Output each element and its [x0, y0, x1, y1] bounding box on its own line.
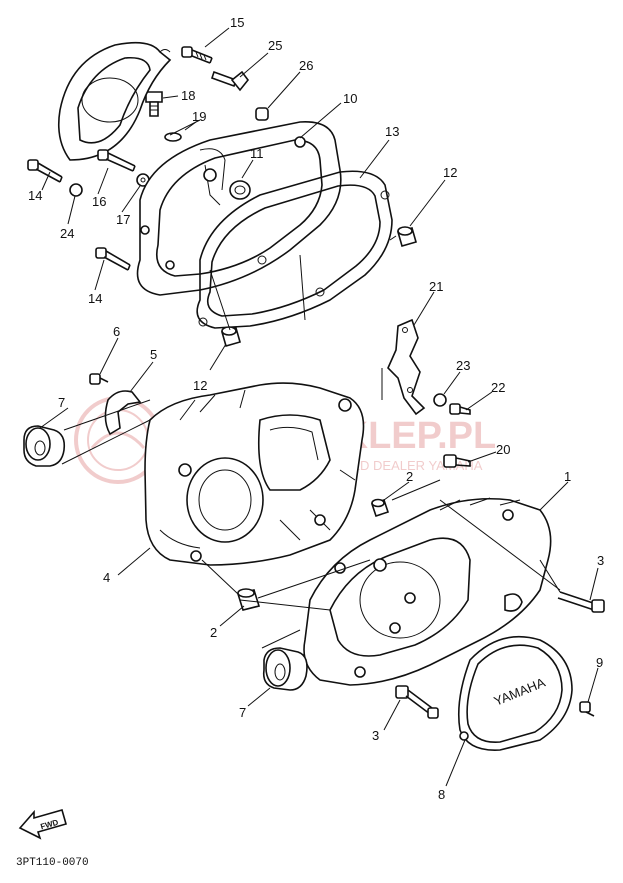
part-25-fitting: [210, 70, 250, 92]
callout-5: 5: [150, 347, 157, 362]
callout-1: 1: [564, 469, 571, 484]
callout-3-lower: 3: [372, 728, 379, 743]
callout-8: 8: [438, 787, 445, 802]
part-12-dowel-middle: [221, 326, 241, 347]
callout-19: 19: [192, 109, 206, 124]
part-2-dowel-lower: [236, 588, 261, 611]
callout-numbers: 15 25 26 18 19 10 11 13 12 14 24 16 17 1…: [28, 15, 604, 802]
callout-25: 25: [268, 38, 282, 53]
callout-20: 20: [496, 442, 510, 457]
callout-7-lower: 7: [239, 705, 246, 720]
part-16-bolt: [97, 149, 136, 172]
part-6-bolt: [89, 373, 109, 385]
diagram-code: 3PT110-0070: [16, 857, 89, 869]
callout-11: 11: [250, 146, 264, 161]
callout-2-upper: 2: [406, 469, 413, 484]
part-8-generator-cover: YAMAHA: [457, 635, 573, 751]
part-2-dowel-upper: [370, 498, 390, 518]
part-14-bolt-upper: [27, 159, 63, 183]
callout-18: 18: [181, 88, 195, 103]
callout-13: 13: [385, 124, 399, 139]
part-12-dowel-upper: [397, 226, 417, 247]
part-4-left-crankcase: [144, 382, 365, 566]
part-7-bushing-lower: [262, 647, 308, 691]
shield-cover: [57, 41, 172, 161]
part-15-bolt: [181, 46, 213, 64]
callout-21: 21: [429, 279, 443, 294]
callout-16: 16: [92, 194, 106, 209]
alignment-lines: [61, 119, 561, 649]
part-1-right-crankcase: [303, 497, 552, 686]
callout-23: 23: [456, 358, 470, 373]
callout-12-middle: 12: [193, 378, 207, 393]
callout-leaders: [39, 27, 599, 787]
callout-6: 6: [113, 324, 120, 339]
part-21-bracket: [387, 318, 426, 416]
part-23-washer: [433, 393, 447, 407]
part-22-bolt: [449, 403, 471, 415]
part-9-screw: [579, 701, 595, 717]
part-20-bolt: [443, 454, 471, 468]
part-13-gasket: [196, 170, 393, 329]
callout-2-lower: 2: [210, 625, 217, 640]
callout-15: 15: [230, 15, 244, 30]
callout-22: 22: [491, 380, 505, 395]
part-19-o-ring: [164, 132, 182, 142]
callout-14-upper: 14: [28, 188, 42, 203]
callout-9: 9: [596, 655, 603, 670]
callout-12-upper: 12: [443, 165, 457, 180]
part-18-plug: [145, 91, 163, 117]
part-10-crankcase-cover: [136, 121, 342, 296]
callout-4: 4: [103, 570, 110, 585]
part-14-bolt-lower: [95, 247, 131, 271]
callout-10: 10: [343, 91, 357, 106]
part-24-washer: [69, 183, 83, 197]
part-3-bolt-upper: [557, 591, 605, 613]
part-3-bolt-lower: [395, 685, 439, 719]
part-5-clip: [104, 390, 142, 436]
callout-24: 24: [60, 226, 74, 241]
part-26-cap: [255, 107, 269, 121]
callout-3-upper: 3: [597, 553, 604, 568]
callout-7-left: 7: [58, 395, 65, 410]
part-7-bushing-left: [23, 425, 66, 467]
callout-17: 17: [116, 212, 130, 227]
part-11-bushing: [229, 180, 251, 200]
callout-14-lower: 14: [88, 291, 102, 306]
callout-26: 26: [299, 58, 313, 73]
fwd-arrow-icon: FWD: [18, 809, 67, 840]
